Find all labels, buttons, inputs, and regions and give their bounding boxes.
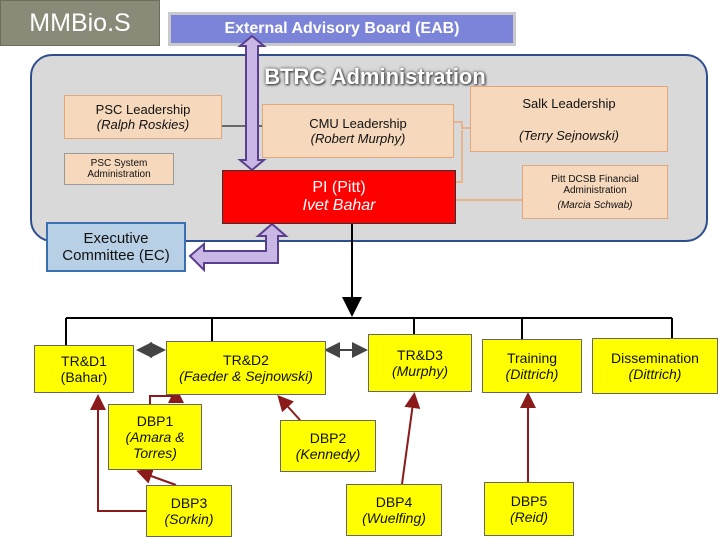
eab-box: External Advisory Board (EAB)	[168, 12, 516, 46]
dbp2-person: (Kennedy)	[295, 446, 361, 462]
exec-line1: Executive	[83, 230, 149, 247]
pitt-dcsb-line1: Pitt DCSB Financial	[551, 173, 639, 185]
psc-system-line1: PSC System	[90, 158, 148, 169]
pi-salk-connector	[456, 130, 463, 183]
trd1-person: (Bahar)	[60, 369, 108, 385]
logo-text: MMBio.S	[29, 8, 131, 37]
dbp1-person2: Torres)	[133, 445, 177, 461]
trd2-box: TR&D2 (Faeder & Sejnowski)	[166, 341, 326, 395]
eab-admin-double-arrow	[237, 34, 267, 172]
executive-committee-box: Executive Committee (EC)	[46, 222, 186, 272]
dbp3-box: DBP3 (Sorkin)	[146, 485, 232, 537]
dissemination-title: Dissemination	[611, 350, 699, 366]
mmbios-logo: MMBio.S	[0, 0, 160, 46]
training-title: Training	[506, 350, 558, 366]
exec-line2: Committee (EC)	[62, 247, 170, 264]
trd3-person: (Murphy)	[391, 363, 448, 379]
pi-box: PI (Pitt) Ivet Bahar	[222, 170, 456, 224]
psc-person: (Ralph Roskies)	[96, 117, 190, 132]
cmu-leadership-box: CMU Leadership (Robert Murphy)	[262, 104, 454, 158]
cmu-person: (Robert Murphy)	[310, 131, 406, 146]
dbp5-box: DBP5 (Reid)	[484, 482, 574, 536]
trd1-title: TR&D1	[61, 353, 107, 369]
dbp2-box: DBP2 (Kennedy)	[280, 420, 376, 472]
dbp1-box: DBP1 (Amara & Torres)	[108, 404, 202, 470]
training-box: Training (Dittrich)	[482, 339, 582, 393]
dbp3-trd1-connector	[90, 394, 146, 512]
dbp2-trd2-connector	[277, 395, 301, 421]
dbp4-trd3-connector	[401, 392, 421, 485]
trd3-title: TR&D3	[397, 347, 443, 363]
salk-leadership-box: Salk Leadership (Terry Sejnowski)	[470, 86, 668, 152]
dbp3-title: DBP3	[170, 495, 208, 511]
eab-label: External Advisory Board (EAB)	[224, 20, 460, 37]
dbp4-box: DBP4 (Wuelfing)	[346, 484, 442, 536]
dbp1-title: DBP1	[136, 413, 174, 429]
dbp4-title: DBP4	[375, 494, 413, 510]
pi-title: PI (Pitt)	[312, 179, 366, 196]
trd1-box: TR&D1 (Bahar)	[34, 345, 134, 393]
pitt-dcsb-box: Pitt DCSB Financial Administration (Marc…	[522, 165, 668, 219]
dissemination-box: Dissemination (Dittrich)	[592, 338, 718, 394]
psc-system-admin-box: PSC System Administration	[64, 153, 174, 185]
dbp2-title: DBP2	[309, 430, 347, 446]
psc-system-line2: Administration	[87, 169, 151, 180]
dbp1-person1: (Amara &	[125, 429, 185, 445]
pitt-dcsb-line2: Administration	[563, 184, 627, 196]
cmu-salk-connector	[454, 121, 470, 129]
dbp4-person: (Wuelfing)	[362, 510, 426, 526]
exec-pi-arrow	[188, 222, 289, 273]
trd2-person: (Faeder & Sejnowski)	[179, 368, 313, 384]
salk-title: Salk Leadership	[522, 95, 616, 111]
dbp3-person: (Sorkin)	[164, 511, 214, 527]
btrc-admin-title: BTRC Administration	[264, 64, 486, 89]
psc-leadership-box: PSC Leadership (Ralph Roskies)	[64, 95, 222, 139]
dbp5-title: DBP5	[510, 493, 548, 509]
dissemination-person: (Dittrich)	[628, 366, 682, 382]
trd3-box: TR&D3 (Murphy)	[368, 334, 472, 392]
pitt-dcsb-person: (Marcia Schwab)	[557, 199, 633, 211]
salk-person: (Terry Sejnowski)	[519, 127, 619, 143]
pi-person: Ivet Bahar	[302, 197, 376, 214]
dbp3-dbp1-connector	[136, 468, 177, 486]
trd2-title: TR&D2	[223, 352, 269, 368]
psc-title: PSC Leadership	[95, 102, 191, 117]
dbp5-person: (Reid)	[509, 509, 549, 525]
training-person: (Dittrich)	[505, 366, 559, 382]
cmu-title: CMU Leadership	[309, 116, 407, 131]
